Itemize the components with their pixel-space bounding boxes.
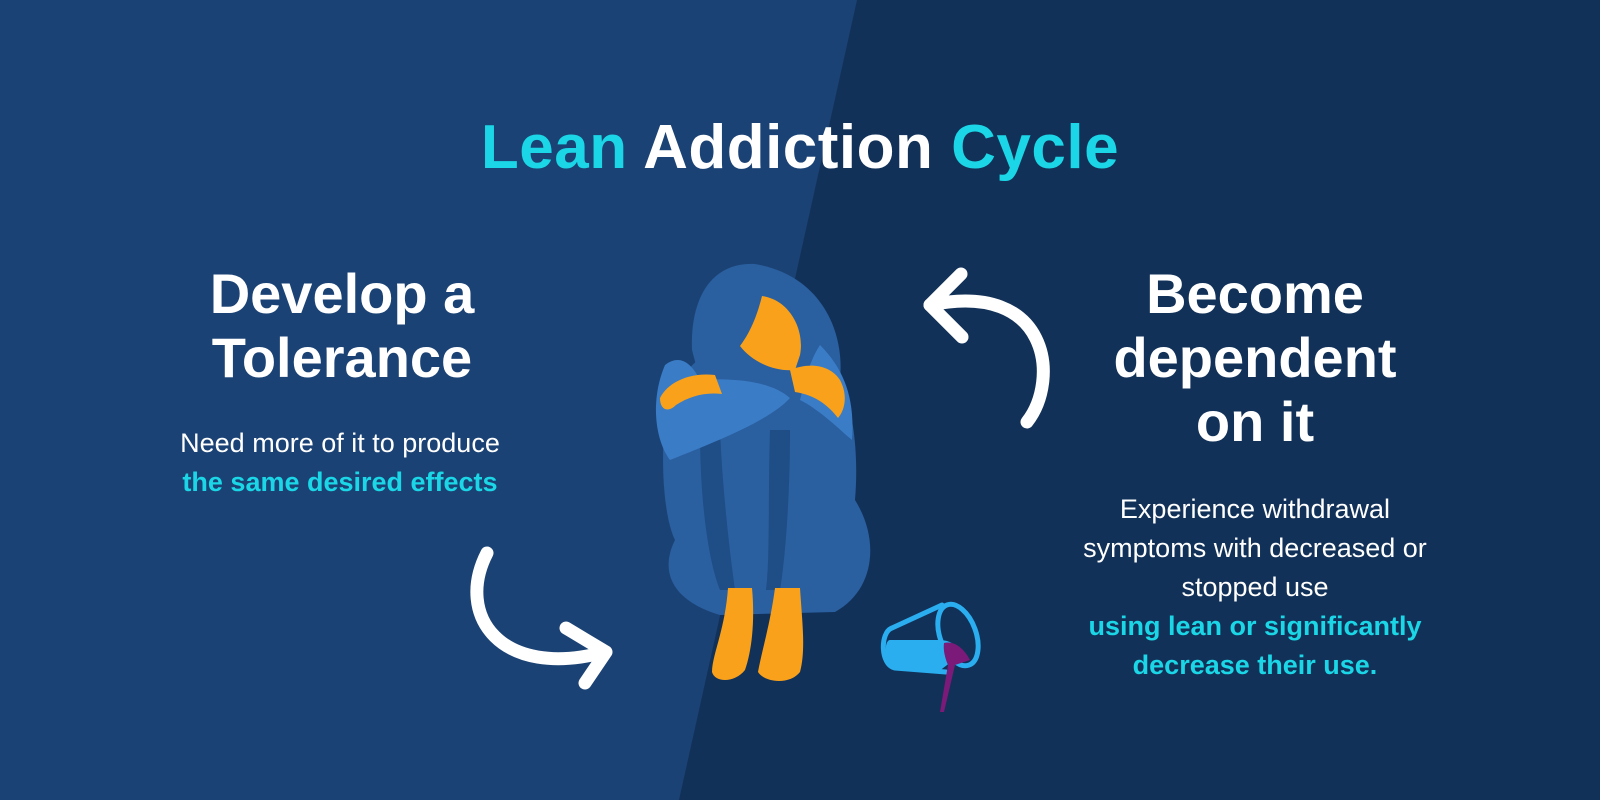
dependence-description-accent-line2: decrease their use. (1132, 650, 1378, 680)
dependence-description-line1: Experience withdrawal (1119, 494, 1391, 524)
dependence-heading-line2: dependent (1113, 326, 1397, 389)
tolerance-heading-line2: Tolerance (211, 326, 473, 389)
tolerance-heading-line1: Develop a (209, 262, 475, 325)
title-word-addiction: Addiction (643, 113, 934, 182)
curved-arrow-down-right-icon (470, 546, 613, 690)
dependence-heading: Become dependent on it (1045, 262, 1465, 454)
dependence-description-line3: stopped use (1181, 572, 1329, 602)
dependence-heading-line1: Become (1146, 262, 1364, 325)
tolerance-heading: Develop a Tolerance (142, 262, 542, 390)
tolerance-description-accent: the same desired effects (182, 467, 498, 497)
dependence-description: Experience withdrawal symptoms with decr… (1010, 490, 1500, 685)
tolerance-description: Need more of it to produce the same desi… (120, 424, 560, 502)
spilling-cup-icon (880, 601, 981, 712)
page-title: Lean Addiction Cycle (0, 112, 1600, 183)
sitting-person-hugging-knees-illustration (655, 263, 871, 682)
dependence-description-accent-line1: using lean or significantly (1088, 611, 1422, 641)
dependence-description-line2: symptoms with decreased or (1083, 533, 1427, 563)
tolerance-description-text: Need more of it to produce (180, 428, 500, 458)
title-word-cycle: Cycle (951, 113, 1120, 182)
curved-arrow-up-left-icon (923, 267, 1050, 429)
dependence-heading-line3: on it (1195, 390, 1315, 453)
title-word-lean: Lean (480, 113, 628, 182)
